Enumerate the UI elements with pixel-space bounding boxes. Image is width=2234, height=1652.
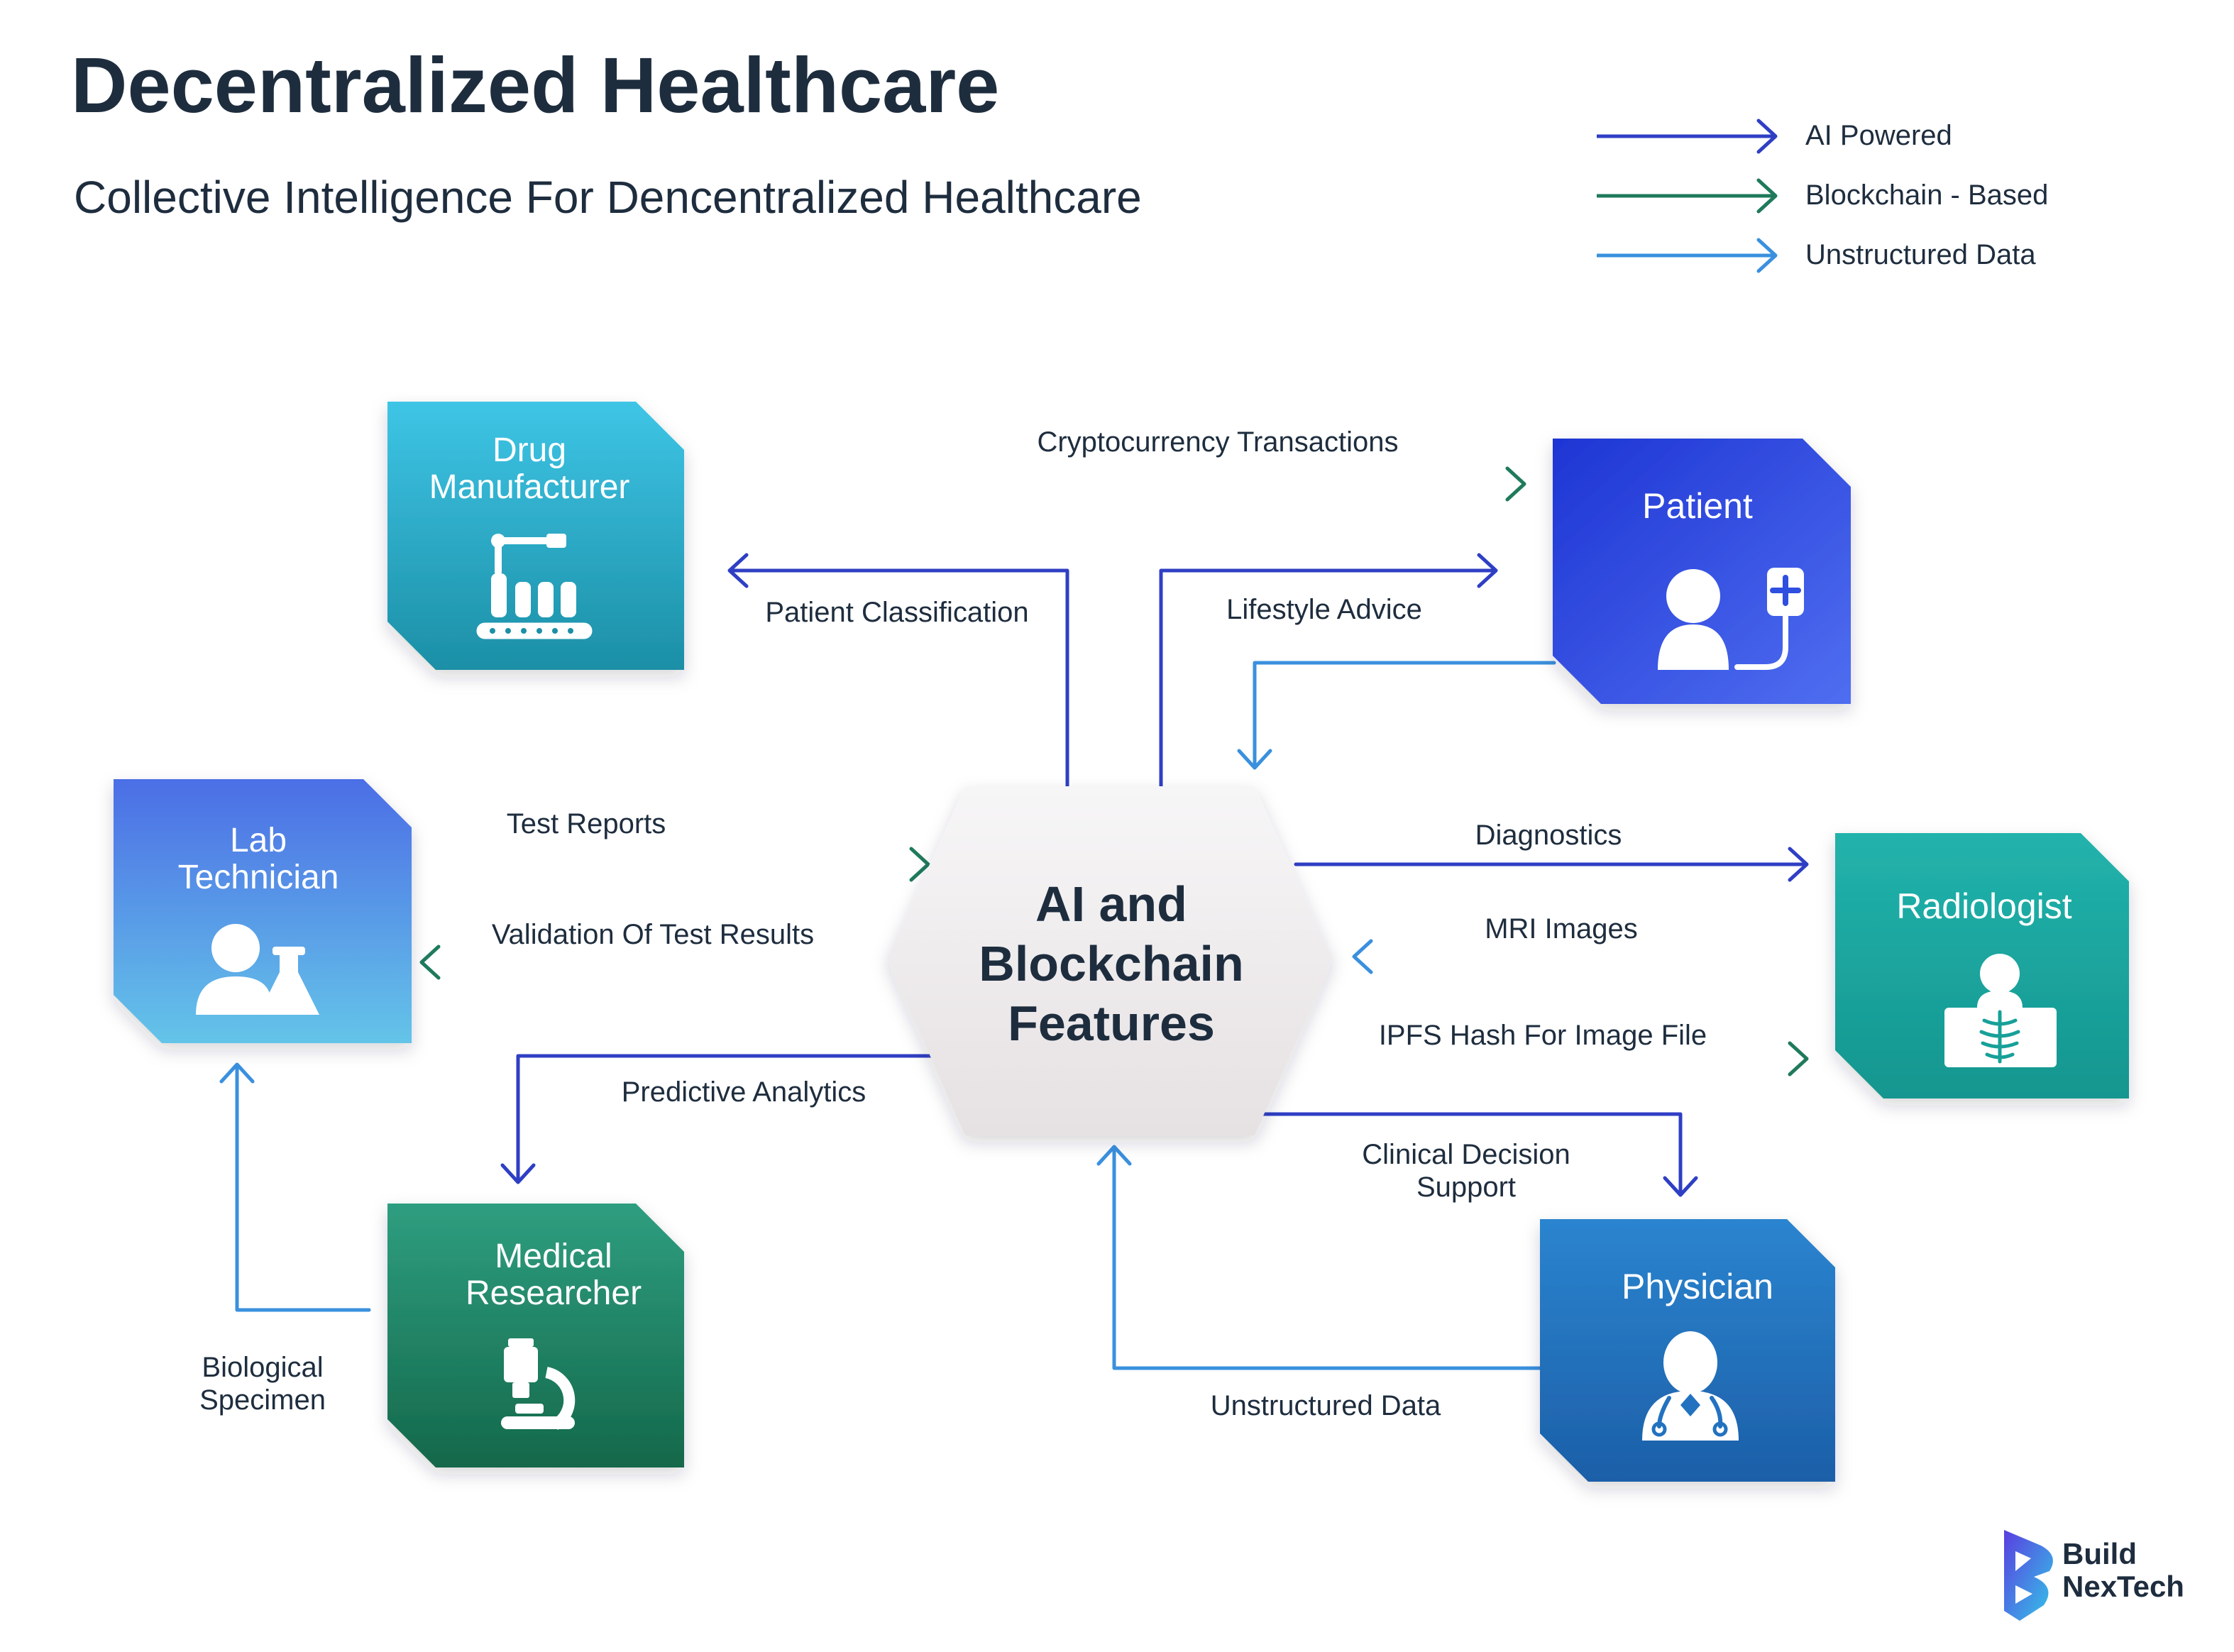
label-biological-line2: Specimen [199,1384,326,1416]
lab-title-line1: Lab [230,822,287,859]
legend: AI Powered Blockchain - Based Unstructur… [1597,119,2048,273]
label-unstructured: Unstructured Data [1211,1390,1441,1421]
label-mri: MRI Images [1485,913,1638,945]
flow-diagnostics [1294,847,1809,882]
label-clinical-line1: Clinical Decision [1362,1139,1570,1170]
flow-mri [1352,939,1802,974]
lab-flask-icon [196,924,319,1015]
researcher-title-line2: Researcher [466,1274,642,1312]
label-patient-classification: Patient Classification [765,597,1028,628]
node-lab-technician: Lab Technician [114,779,412,1043]
flow-test-reports [411,847,930,882]
flow-biological [219,1062,371,1312]
hub-line-3: Features [1008,996,1215,1051]
node-physician: Physician [1540,1219,1835,1482]
node-patient: Patient [1553,439,1851,704]
legend-item-unstructured: Unstructured Data [1597,238,2036,273]
flow-predictive [500,1054,937,1184]
legend-label-unstructured: Unstructured Data [1805,239,2036,270]
legend-item-ai: AI Powered [1597,119,1952,154]
label-predictive: Predictive Analytics [622,1076,866,1108]
researcher-title-line1: Medical [495,1238,612,1275]
node-drug-manufacturer: Drug Manufacturer [387,402,684,670]
legend-label-ai: AI Powered [1805,120,1952,151]
label-validation: Validation Of Test Results [492,919,814,950]
legend-item-blockchain: Blockchain - Based [1597,178,2048,214]
node-medical-researcher: Medical Researcher [387,1204,684,1467]
flow-patient-classification [727,553,1069,788]
hub-line-2: Blockchain [979,936,1243,991]
flow-ipfs [1275,1041,1809,1076]
patient-title: Patient [1642,486,1753,526]
buildnextech-logo-icon [2004,1530,2053,1621]
flow-lifestyle [1159,553,1498,788]
flow-unstructured [1096,1145,1544,1370]
flow-validation [419,945,888,980]
label-diagnostics: Diagnostics [1475,820,1622,851]
label-clinical-line2: Support [1416,1172,1516,1203]
lab-title-line2: Technician [178,859,339,896]
legend-label-blockchain: Blockchain - Based [1805,180,2048,211]
label-ipfs: IPFS Hash For Image File [1379,1020,1707,1051]
brand-line-1: Build [2062,1537,2137,1570]
page-title: Decentralized Healthcare [71,42,999,129]
xray-chest-icon [1944,954,2057,1067]
label-biological-line1: Biological [202,1352,323,1383]
flow-clinical [1247,1112,1698,1197]
label-crypto: Cryptocurrency Transactions [1037,426,1398,458]
drug-title-line2: Manufacturer [429,468,630,506]
flow-crypto [693,466,1526,502]
factory-robot-arm-icon [476,534,593,639]
radiologist-title: Radiologist [1896,886,2071,926]
hub-ai-blockchain: AI and Blockchain Features [887,786,1333,1135]
page-subtitle: Collective Intelligence For Dencentraliz… [74,172,1142,223]
flow-patient-data [1237,661,1556,770]
physician-title: Physician [1622,1267,1773,1306]
microscope-icon [501,1338,576,1430]
label-test-reports: Test Reports [507,808,666,839]
node-radiologist: Radiologist [1835,833,2129,1098]
label-lifestyle: Lifestyle Advice [1226,594,1422,625]
patient-iv-bag-icon [1658,568,1804,670]
brand-line-2: NexTech [2062,1570,2184,1603]
hub-line-1: AI and [1035,876,1187,932]
doctor-stethoscope-icon [1642,1331,1739,1441]
brand-logo: Build NexTech [2004,1530,2184,1621]
drug-title-line1: Drug [493,431,566,469]
